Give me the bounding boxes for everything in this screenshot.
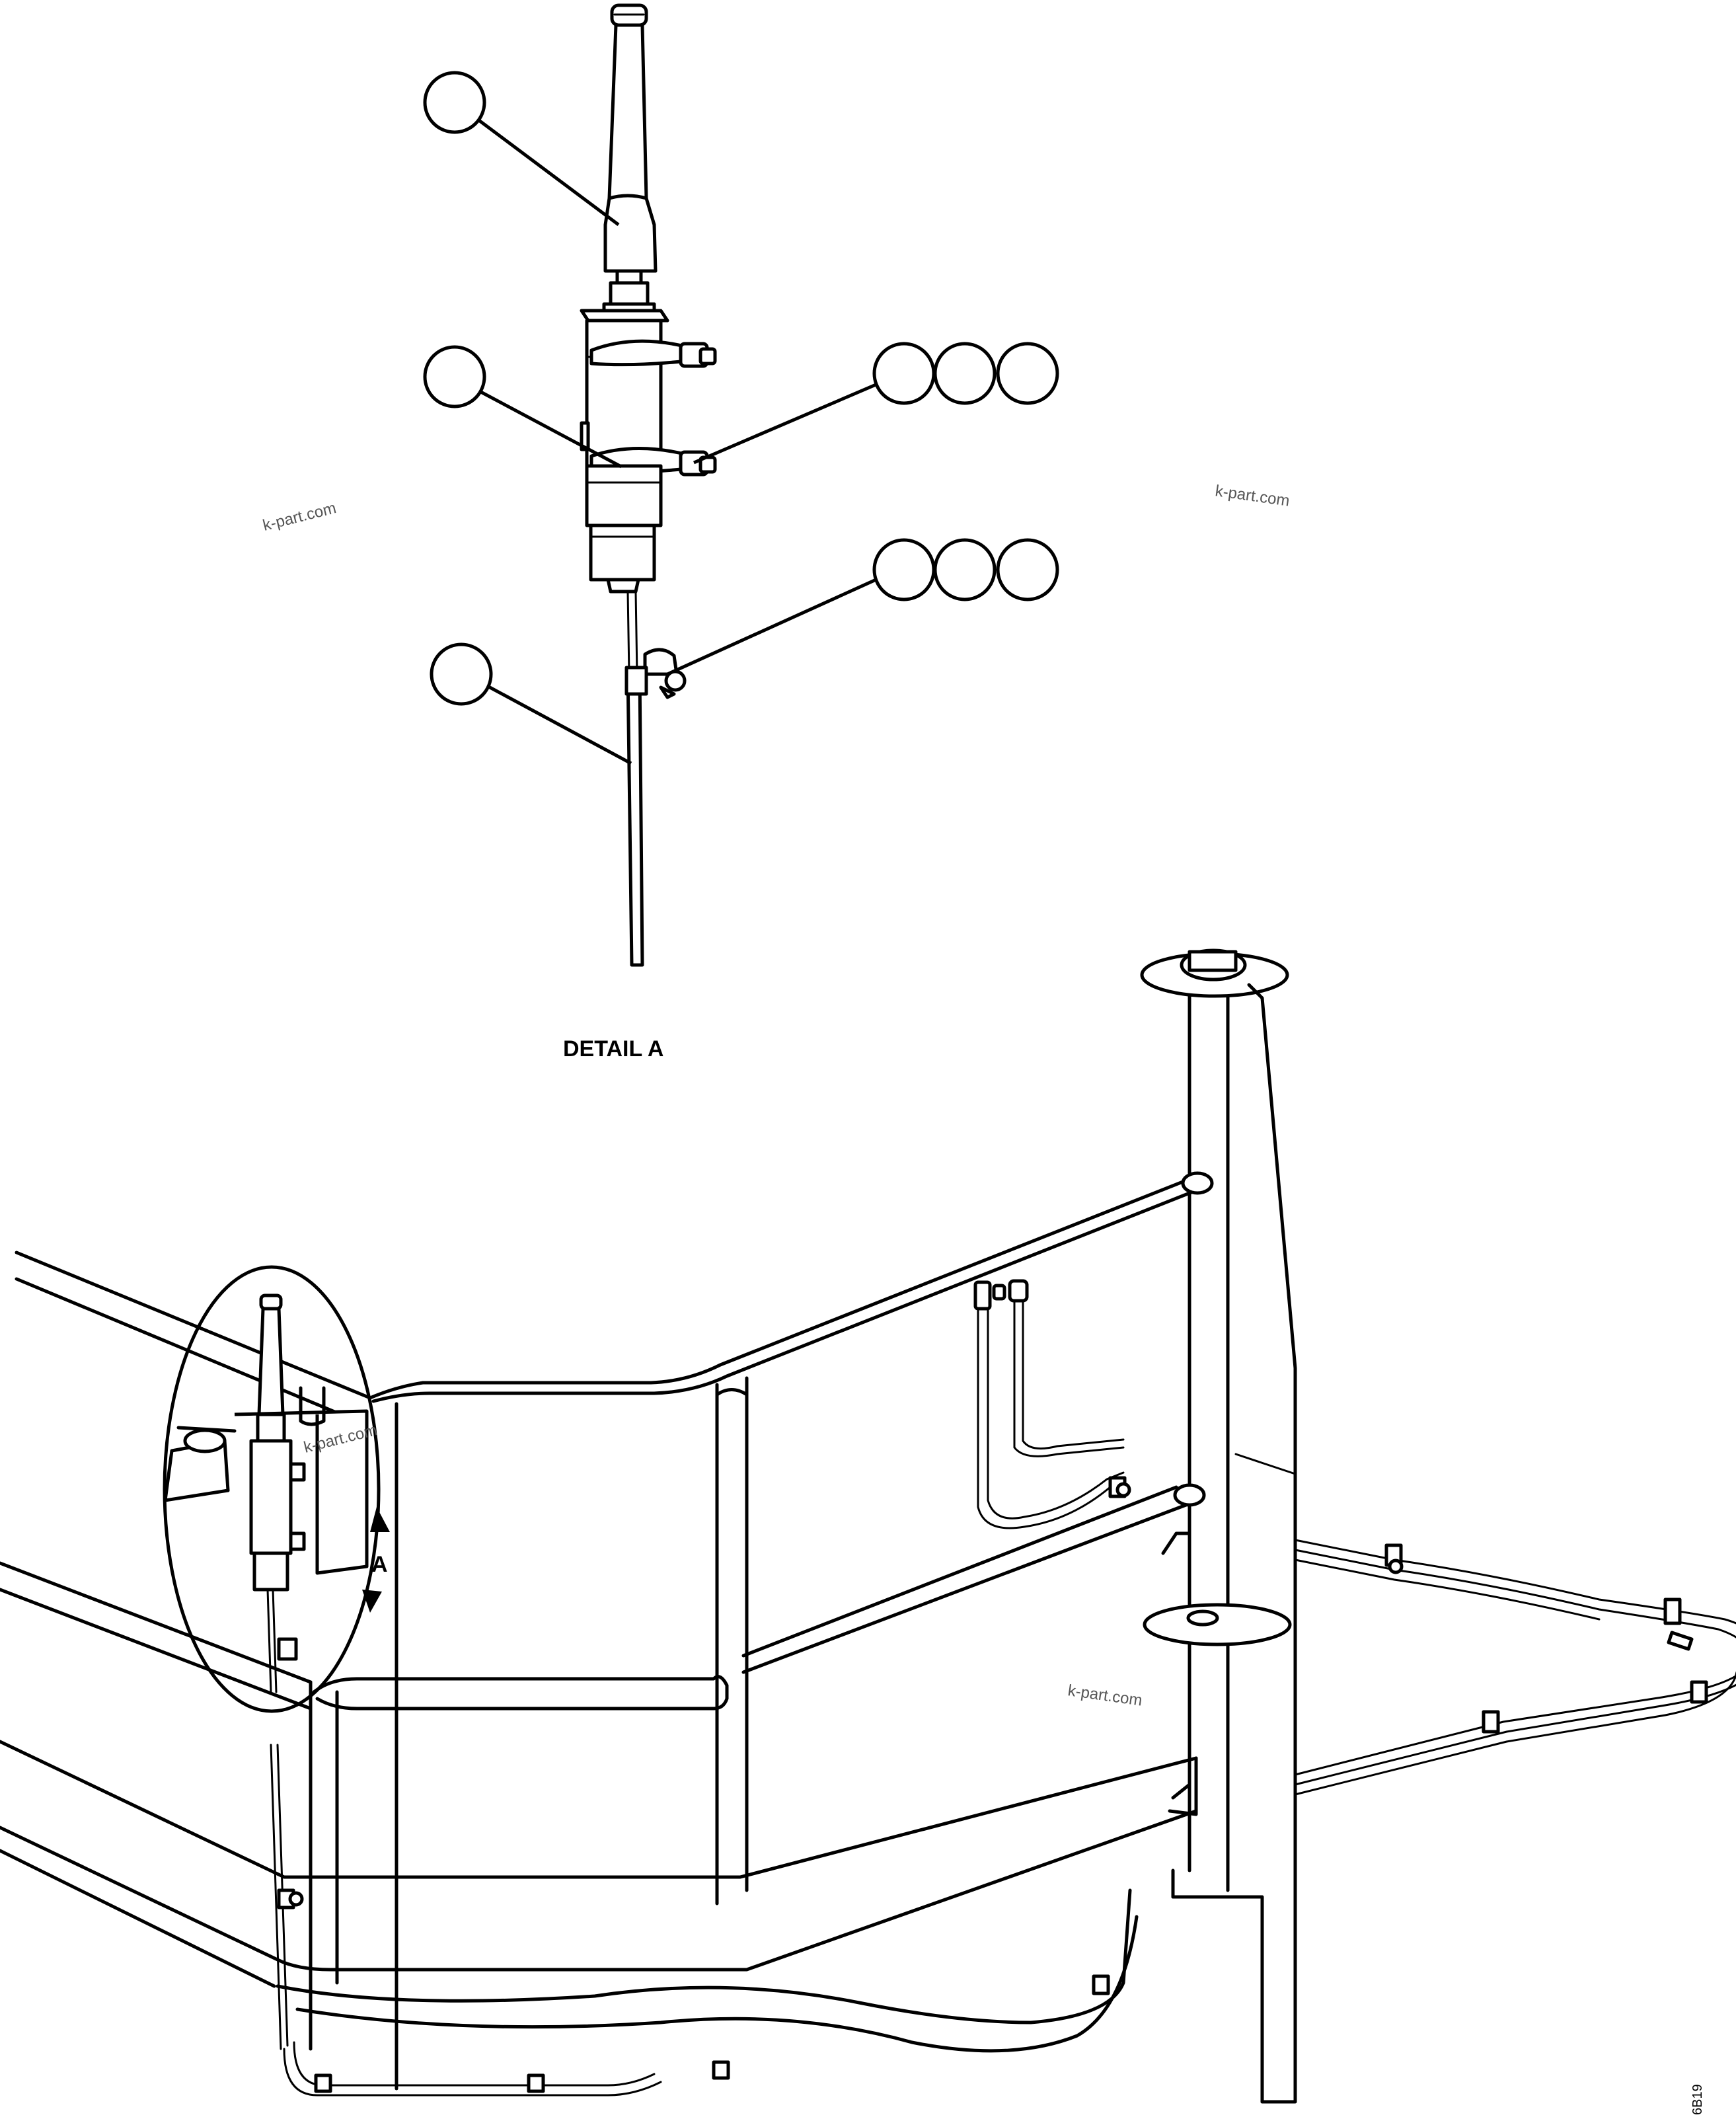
platform-guardrail-view: A xyxy=(0,948,1736,2104)
leader-antenna xyxy=(476,117,620,227)
watermark-text: k-part.com xyxy=(261,499,338,535)
antenna-bracket xyxy=(580,309,717,594)
figure-reference: 6B19 xyxy=(1690,2084,1705,2115)
callout-antenna xyxy=(423,71,486,134)
cable-clips-bottom xyxy=(277,1888,1110,2093)
watermark-text: k-part.com xyxy=(1214,482,1291,510)
leader-bracket-hardware xyxy=(693,381,880,465)
callout-clip-hardware xyxy=(872,538,1059,601)
detail-a-assembly: DETAIL A xyxy=(423,3,1059,1061)
callout-cable xyxy=(430,642,493,706)
leader-bracket xyxy=(476,388,623,469)
hose-fittings xyxy=(973,1279,1131,1498)
antenna-whip xyxy=(602,3,658,321)
leader-clip-hardware xyxy=(666,576,880,676)
view-marker-label: A xyxy=(371,1552,388,1577)
watermark-text: k-part.com xyxy=(1067,1681,1143,1710)
view-arrow-down-icon xyxy=(370,1507,390,1532)
callout-bracket-hardware xyxy=(872,342,1059,405)
callout-bracket xyxy=(423,345,486,408)
cable-clips-right xyxy=(1384,1543,1708,1734)
antenna-cable xyxy=(624,590,687,967)
detail-a-callout-circle: A xyxy=(163,1265,390,1713)
detail-a-label: DETAIL A xyxy=(563,1036,663,1061)
leader-cable xyxy=(482,682,632,765)
view-arrow-up-icon xyxy=(362,1590,382,1613)
